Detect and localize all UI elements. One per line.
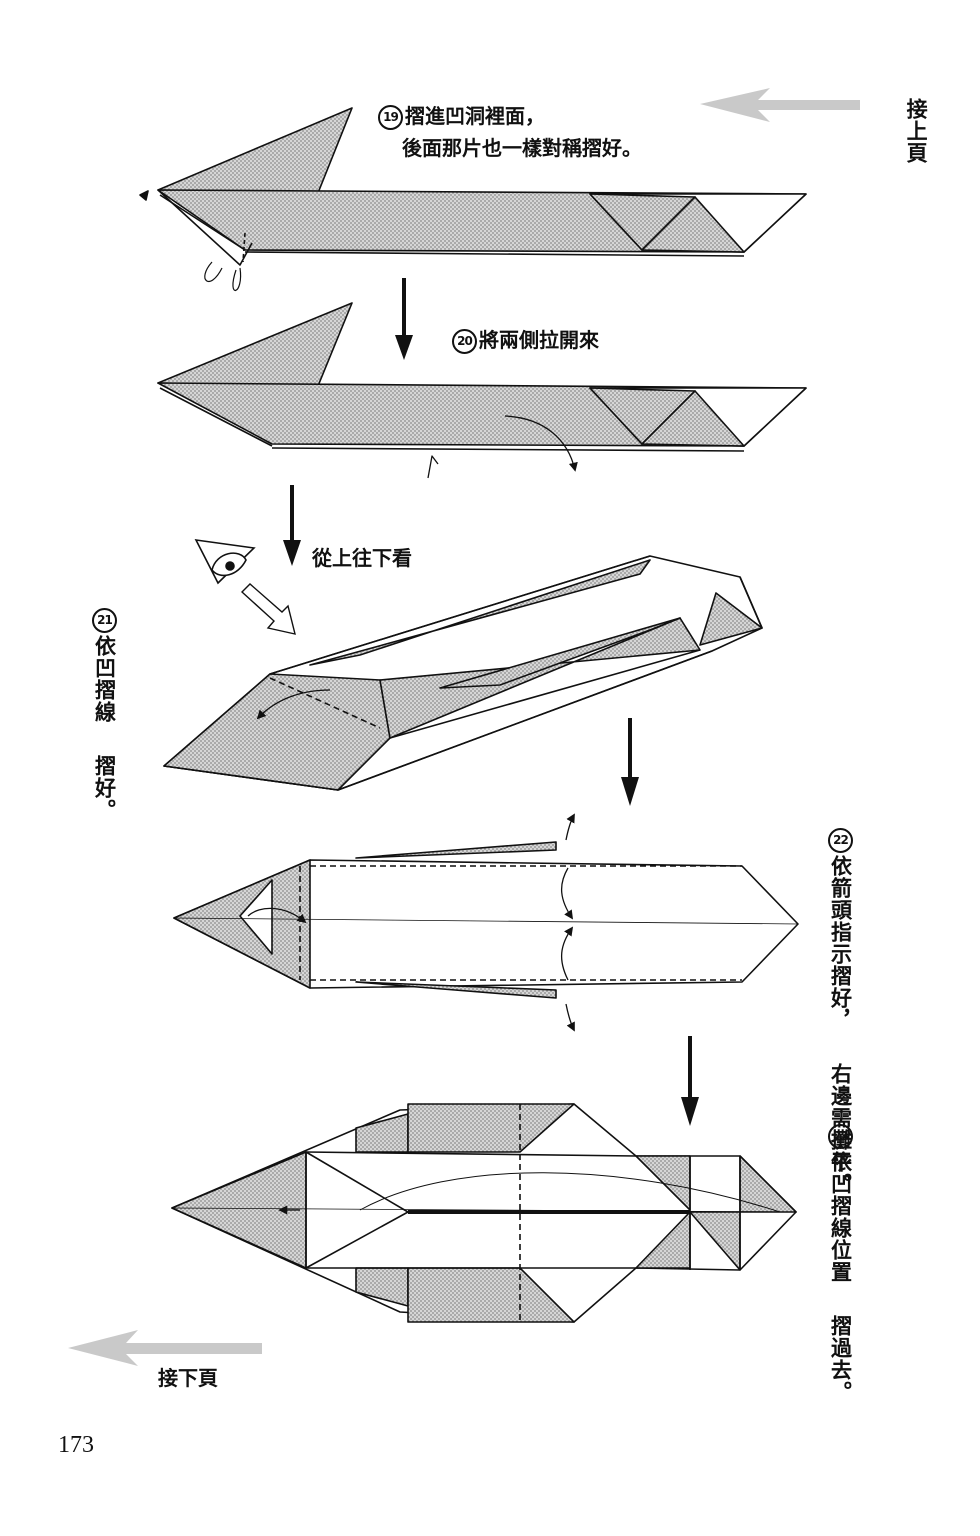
step-21-col2: 摺好。 bbox=[92, 755, 117, 822]
step-23-col1-wrap: 23依凹摺線位置 bbox=[828, 1124, 853, 1283]
step-23-col2: 摺過去。 bbox=[828, 1315, 853, 1404]
continue-arrow-bottom bbox=[68, 1330, 262, 1366]
step-22-figure bbox=[173, 813, 799, 1032]
down-arrow-1 bbox=[395, 278, 413, 360]
step-19-line1: 摺進凹洞裡面， bbox=[405, 104, 545, 128]
continue-arrow-top bbox=[700, 88, 860, 122]
step-19-figure bbox=[139, 107, 807, 292]
step-23-col1: 依凹摺線位置 bbox=[828, 1151, 853, 1283]
page-number: 173 bbox=[58, 1432, 94, 1458]
view-note: 從上往下看 bbox=[312, 546, 412, 570]
step-23-figure bbox=[171, 1103, 797, 1323]
down-arrow-4 bbox=[681, 1036, 699, 1126]
view-direction-arrow bbox=[240, 583, 296, 635]
step-22-col1-wrap: 22依箭頭指示摺好， bbox=[828, 828, 853, 1031]
step-20-figure bbox=[157, 302, 807, 479]
step-20-text: 將兩側拉開來 bbox=[479, 328, 599, 352]
step-22-number: 22 bbox=[828, 828, 853, 853]
step-22-col1: 依箭頭指示摺好， bbox=[828, 855, 853, 1031]
step-19-line2: 後面那片也一樣對稱摺好。 bbox=[402, 136, 642, 160]
step-21-label: 21依凹摺線 摺好。 bbox=[92, 608, 117, 821]
eye-icon bbox=[194, 538, 256, 585]
step-23-number: 23 bbox=[828, 1124, 853, 1149]
down-arrow-3 bbox=[621, 718, 639, 806]
step-21-col1: 依凹摺線 bbox=[92, 635, 117, 723]
step-21-figure bbox=[163, 555, 763, 791]
step-20-number: 20 bbox=[452, 329, 477, 354]
step-23-label: 23依凹摺線位置 摺過去。 bbox=[828, 1124, 853, 1403]
step-21-number: 21 bbox=[92, 608, 117, 633]
continue-next: 接下頁 bbox=[158, 1366, 218, 1390]
step-19-number: 19 bbox=[378, 105, 403, 130]
step-21-col1-wrap: 21依凹摺線 bbox=[92, 608, 117, 723]
down-arrow-2 bbox=[283, 485, 301, 566]
continue-from-prev: 接上頁 bbox=[904, 98, 929, 164]
